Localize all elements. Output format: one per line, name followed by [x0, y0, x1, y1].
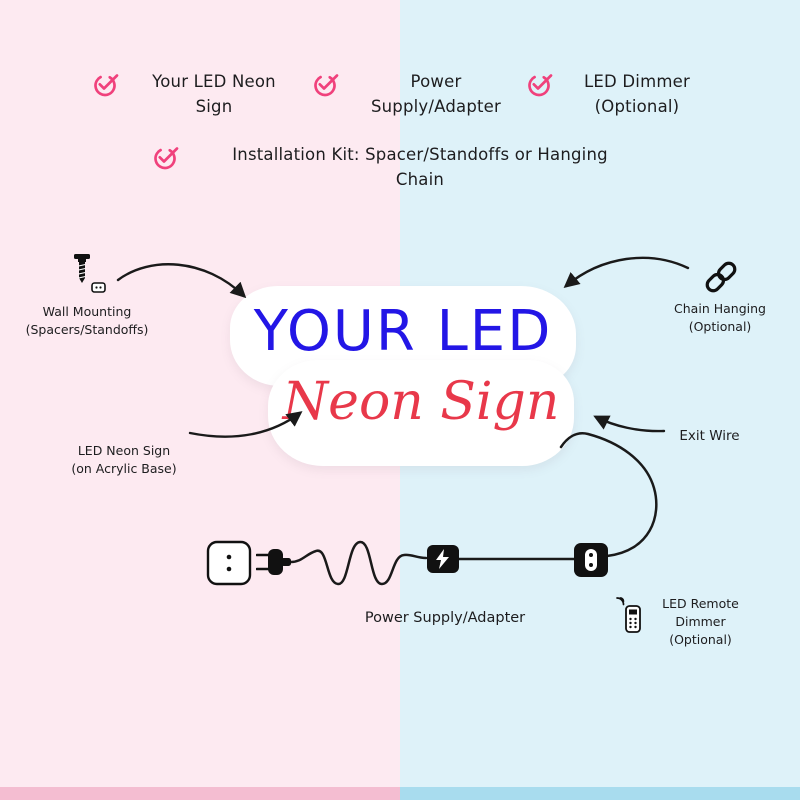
chain-hanging-label: Chain Hanging (Optional) [674, 301, 766, 335]
sign-text-script: Neon Sign [282, 372, 560, 432]
screw-standoff-icon [74, 254, 106, 293]
bottom-strip-pink [0, 787, 400, 800]
exit-wire-label: Exit Wire [679, 428, 740, 444]
check-circle-icon [528, 74, 553, 97]
checklist-item-label: Power Supply/Adapter [370, 72, 502, 116]
checklist-item-neon-sign: Your LED Neon Sign [92, 70, 300, 120]
power-cord-wire [289, 540, 428, 586]
power-plug-icon [256, 549, 291, 575]
arrow-chain-hanging [563, 256, 690, 288]
checklist-item-label: Installation Kit: Spacer/Standoffs or Ha… [232, 145, 608, 189]
bottom-strip-blue [400, 787, 800, 800]
sign-exit-wire [559, 432, 658, 558]
checklist-item-installation-kit: Installation Kit: Spacer/Standoffs or Ha… [152, 143, 652, 193]
remote-control-icon [616, 597, 641, 633]
led-neon-sign-label: LED Neon Sign (on Acrylic Base) [71, 443, 177, 477]
arrow-wall-mounting [116, 263, 247, 299]
checklist-item-label: LED Dimmer (Optional) [584, 72, 690, 116]
check-circle-icon [314, 74, 339, 97]
check-circle-icon [94, 74, 119, 97]
chain-link-icon [705, 261, 737, 293]
sign-text-main: YOUR LED [253, 299, 553, 364]
checklist-item-label: Your LED Neon Sign [152, 72, 276, 116]
inline-dimmer-icon [574, 543, 608, 577]
sign-acrylic-backing-bottom [268, 360, 574, 466]
remote-dimmer-label: LED Remote Dimmer (Optional) [662, 596, 739, 648]
wall-mounting-label: Wall Mounting (Spacers/Standoffs) [25, 304, 149, 338]
arrow-exit-wire [593, 415, 666, 433]
arrow-led-neon-sign [188, 411, 303, 438]
check-circle-icon [154, 147, 179, 170]
checklist-item-dimmer: LED Dimmer (Optional) [526, 70, 712, 120]
wall-socket-icon [206, 540, 252, 586]
checklist-item-power-supply: Power Supply/Adapter [312, 70, 524, 120]
power-adapter-icon [427, 545, 459, 573]
power-supply-label: Power Supply/Adapter [364, 610, 526, 626]
